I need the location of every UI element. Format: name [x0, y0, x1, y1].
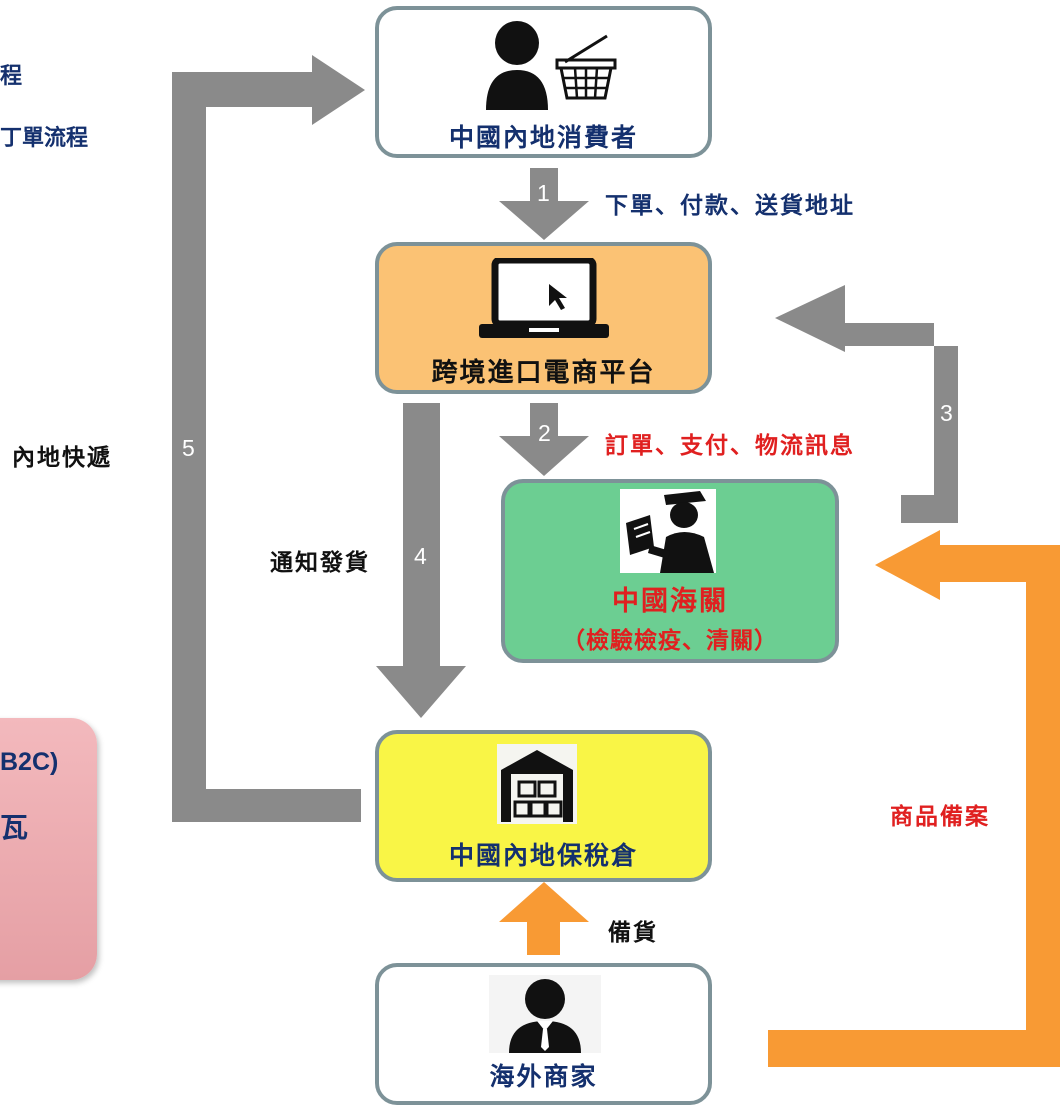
- node-platform: 跨境進口電商平台: [375, 242, 712, 394]
- businessman-icon: [489, 975, 601, 1053]
- step-4-number: 4: [414, 543, 427, 569]
- node-warehouse: 中國內地保稅倉: [375, 730, 712, 882]
- step-4-text: 通知發貨: [270, 549, 370, 576]
- filing-label: 商品備案: [890, 803, 990, 830]
- step-1-text: 下單、付款、送貨地址: [605, 192, 855, 219]
- node-consumer: 中國內地消費者: [375, 6, 712, 158]
- arrow-step-5: [172, 55, 365, 822]
- step-3-number: 3: [940, 400, 953, 426]
- platform-label: 跨境進口電商平台: [431, 358, 656, 388]
- step-2-number: 2: [538, 420, 551, 446]
- shopping-basket-icon: [555, 34, 617, 100]
- arrow-step-4: [376, 403, 466, 718]
- node-merchant: 海外商家: [375, 963, 712, 1105]
- warehouse-label: 中國內地保稅倉: [448, 841, 638, 870]
- consumer-label: 中國內地消費者: [448, 123, 638, 152]
- customs-officer-icon: [620, 489, 716, 573]
- side-panel: B2C) 瓦: [0, 718, 97, 980]
- arrow-step-3: [775, 285, 958, 523]
- arrow-step-1: [499, 168, 589, 240]
- customs-label: 中國海關: [612, 586, 728, 617]
- step-5-number: 5: [182, 435, 195, 461]
- stock-label: 備貨: [608, 919, 658, 946]
- cropped-heading-line2: 丁單流程: [0, 125, 89, 151]
- person-icon: [486, 21, 548, 110]
- merchant-label: 海外商家: [489, 1062, 598, 1091]
- arrow-filing: [768, 530, 1060, 1067]
- laptop-icon: [479, 258, 609, 338]
- warehouse-icon: [497, 744, 577, 824]
- arrow-step-2: [499, 403, 589, 476]
- step-2-text: 訂單、支付、物流訊息: [605, 432, 855, 459]
- step-5-text: 內地快遞: [12, 444, 112, 471]
- customs-sublabel: （檢驗檢疫、清關）: [562, 627, 778, 654]
- step-1-number: 1: [537, 180, 550, 206]
- node-customs: 中國海關 （檢驗檢疫、清關）: [501, 479, 839, 663]
- side-panel-code: B2C): [0, 748, 59, 776]
- cropped-heading-line1: 程: [0, 63, 23, 89]
- arrow-stock: [499, 882, 589, 955]
- side-panel-glyph: 瓦: [0, 811, 29, 844]
